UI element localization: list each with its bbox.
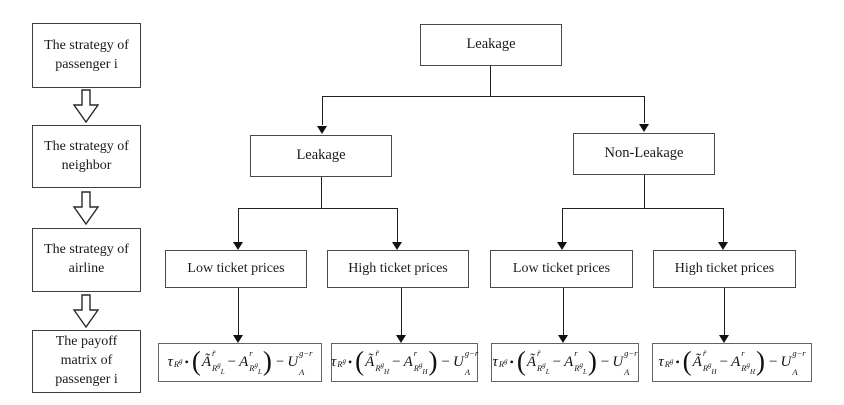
a-term: A <box>731 354 741 370</box>
arrowhead-icon <box>392 242 402 250</box>
left-paren: ( <box>355 346 365 376</box>
a-tilde-term: Ã <box>201 354 211 370</box>
right-paren: ) <box>756 346 765 376</box>
left-paren: ( <box>516 346 526 376</box>
minus-sign: − <box>600 354 610 370</box>
arrowhead-icon <box>317 126 327 134</box>
minus-sign: − <box>552 354 562 370</box>
connector-line <box>397 208 398 242</box>
flow-step-label: The strategy of airline <box>44 242 129 276</box>
minus-sign: − <box>392 354 401 370</box>
flow-step-label: The strategy of neighbor <box>44 138 129 173</box>
u-term: U <box>780 354 792 370</box>
flow-step-neighbor-strategy: The strategy of neighbor <box>32 125 141 188</box>
leaf-low-ticket-prices-2: Low ticket prices <box>490 250 633 288</box>
arrowhead-icon <box>396 335 406 343</box>
node-label: High ticket prices <box>348 260 448 276</box>
flow-step-payoff-matrix: The payoff matrix of passenger i <box>32 330 141 393</box>
node-label: Leakage <box>296 147 346 164</box>
right-paren: ) <box>262 346 272 376</box>
connector-line <box>562 208 563 242</box>
connector-line <box>238 208 398 209</box>
connector-line <box>723 208 724 242</box>
connector-line <box>321 177 322 208</box>
connector-line <box>724 288 725 335</box>
connector-line <box>563 288 564 335</box>
arrowhead-icon <box>718 242 728 250</box>
right-paren: ) <box>587 346 597 376</box>
u-term: U <box>452 354 464 370</box>
tree-branch-non-leakage: Non-Leakage <box>573 133 715 175</box>
node-label: High ticket prices <box>674 260 775 276</box>
arrowhead-icon <box>558 335 568 343</box>
connector-line <box>322 96 323 125</box>
hollow-down-arrow-icon <box>72 89 100 124</box>
minus-sign: − <box>769 354 778 370</box>
connector-line <box>644 96 645 123</box>
arrowhead-icon <box>639 124 649 132</box>
multiply-dot: • <box>509 355 514 369</box>
flow-step-airline-strategy: The strategy of airline <box>32 228 141 292</box>
minus-sign: − <box>275 354 285 370</box>
tau-term: τ <box>167 354 173 370</box>
tau-term: τ <box>492 354 498 370</box>
connector-line <box>322 96 645 97</box>
minus-sign: − <box>441 354 450 370</box>
leaf-low-ticket-prices-1: Low ticket prices <box>165 250 307 288</box>
connector-line <box>238 208 239 242</box>
a-term: A <box>564 354 574 370</box>
connector-line <box>238 288 239 335</box>
a-tilde-term: Ã <box>365 354 375 370</box>
multiply-dot: • <box>184 355 189 369</box>
arrowhead-icon <box>233 335 243 343</box>
arrowhead-icon <box>719 335 729 343</box>
left-paren: ( <box>682 346 692 376</box>
a-tilde-term: Ã <box>526 354 536 370</box>
minus-sign: − <box>719 354 729 370</box>
connector-line <box>401 288 402 335</box>
a-tilde-term: Ã <box>692 354 702 370</box>
tau-term: τ <box>330 354 337 370</box>
node-label: Non-Leakage <box>604 145 684 162</box>
right-paren: ) <box>428 346 438 376</box>
connector-line <box>490 66 491 96</box>
leaf-high-ticket-prices-2: High ticket prices <box>653 250 796 288</box>
hollow-down-arrow-icon <box>72 294 100 329</box>
tau-term: τ <box>658 354 664 370</box>
arrowhead-icon <box>233 242 243 250</box>
flow-step-label: The payoff matrix of passenger i <box>55 334 118 387</box>
leaf-high-ticket-prices-1: High ticket prices <box>327 250 469 288</box>
node-label: Leakage <box>466 36 516 53</box>
minus-sign: − <box>227 354 237 370</box>
hollow-down-arrow-icon <box>72 191 100 226</box>
multiply-dot: • <box>347 355 353 369</box>
connector-line <box>644 175 645 208</box>
a-term: A <box>239 354 249 370</box>
u-term: U <box>612 354 624 370</box>
tree-branch-leakage: Leakage <box>250 135 392 177</box>
arrowhead-icon <box>557 242 567 250</box>
left-paren: ( <box>191 346 201 376</box>
multiply-dot: • <box>675 355 680 369</box>
node-label: Low ticket prices <box>187 260 285 276</box>
u-term: U <box>287 354 299 370</box>
node-label: Low ticket prices <box>512 260 611 276</box>
connector-line <box>562 208 724 209</box>
flow-step-passenger-strategy: The strategy of passenger i <box>32 23 141 88</box>
tree-root-leakage: Leakage <box>420 24 562 66</box>
a-term: A <box>403 354 413 370</box>
flow-step-label: The strategy of passenger i <box>44 37 129 72</box>
